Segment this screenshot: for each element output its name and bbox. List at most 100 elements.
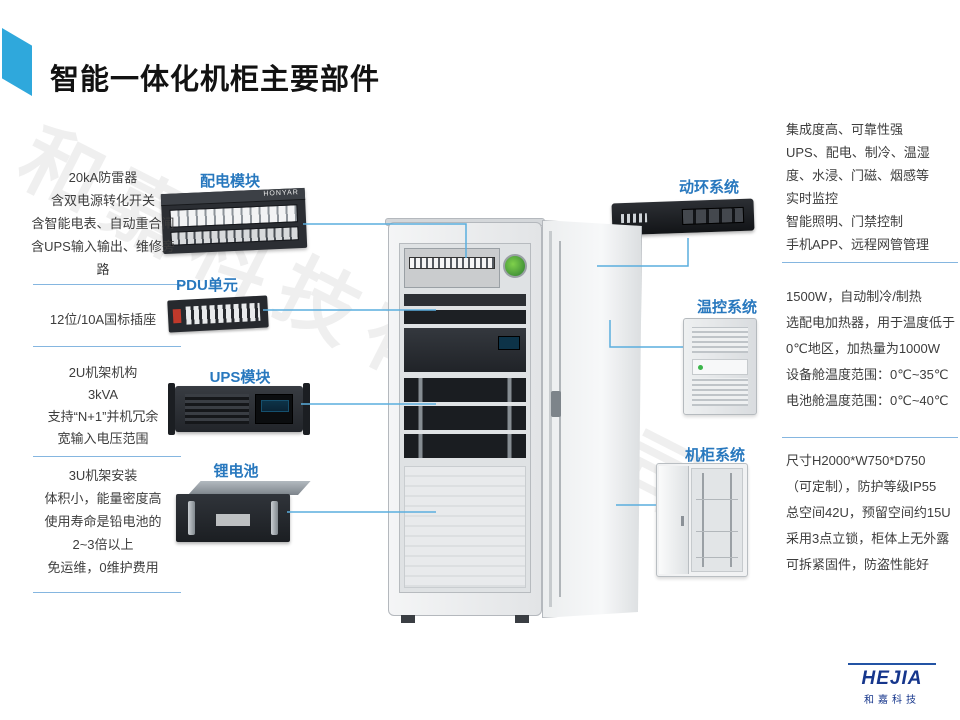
interior-battery — [404, 434, 526, 458]
desc-temperature-control: 1500W，自动制冷/制热 选配电加热器，用于温度低于 0℃地区，加热量为100… — [786, 284, 960, 414]
hejia-logo: HEJIA 和嘉科技 — [848, 663, 936, 706]
desc-line: 宽输入电压范围 — [57, 431, 149, 446]
desc-line: 3U机架安装 — [68, 468, 138, 483]
desc-line: UPS、配电、制冷、温湿 — [786, 145, 930, 160]
cabinet-foot — [401, 615, 415, 623]
desc-line: 免运维，0维护费用 — [47, 560, 159, 575]
port-row — [681, 206, 745, 226]
interior-fan — [503, 254, 527, 278]
door-edge — [549, 231, 552, 607]
desc-line: 度、水浸、门磁、烟感等 — [786, 168, 930, 183]
desc-line: 20kA防雷器 — [68, 170, 138, 185]
desc-ups: 2U机架机构 3kVA 支持“N+1”并机冗余 宽输入电压范围 — [28, 362, 178, 450]
interior-lower-panel — [404, 466, 526, 588]
interior-battery — [404, 378, 526, 402]
label-cabinet-system: 机柜系统 — [684, 447, 745, 464]
door-handle — [551, 391, 561, 417]
interior-ups-module — [404, 328, 526, 372]
desc-line: 12位/10A国标插座 — [49, 312, 157, 327]
desc-line: （可定制），防护等级IP55 — [786, 479, 937, 494]
divider — [782, 437, 958, 438]
desc-line: 0℃地区，加热量为1000W — [786, 341, 941, 356]
main-cabinet-image — [385, 218, 642, 623]
desc-line: 含智能电表、自动重合闸 — [31, 216, 175, 231]
interior-pdu-bar — [404, 294, 526, 306]
divider — [33, 346, 181, 347]
interior-battery — [404, 406, 526, 430]
desc-line: 尺寸H2000*W750*D750 — [786, 453, 926, 468]
door-lock-rod — [559, 241, 561, 597]
desc-power-distribution: 20kA防雷器 含双电源转化开关 含智能电表、自动重合闸 含UPS输入输出、维修… — [28, 166, 178, 281]
ups-vents — [185, 394, 249, 424]
ac-led — [698, 365, 703, 370]
desc-line: 含双电源转化开关 — [50, 193, 155, 208]
desc-line: 总空间42U，预留空间约15U — [786, 505, 951, 520]
interior-distribution-module — [404, 248, 500, 288]
desc-line: 实时监控 — [786, 191, 839, 206]
breaker-row — [169, 204, 299, 228]
interior-monitor-bar — [404, 310, 526, 324]
desc-line: 支持“N+1”并机冗余 — [47, 409, 159, 424]
divider — [33, 456, 181, 457]
desc-cabinet-system: 尺寸H2000*W750*D750 （可定制），防护等级IP55 总空间42U，… — [786, 448, 960, 578]
desc-line: 1500W，自动制冷/制热 — [786, 289, 922, 304]
desc-line: 电池舱温度范围：0℃~40℃ — [786, 393, 949, 408]
battery-front-face — [176, 494, 290, 542]
desc-line: 选配电加热器，用于温度低于 — [786, 315, 956, 330]
pdu-socket-row — [185, 302, 261, 325]
page-title: 智能一体化机柜主要部件 — [50, 64, 381, 96]
logo-wordmark: HEJIA — [861, 668, 923, 689]
rack-rail — [730, 473, 732, 567]
rack-ear — [168, 383, 175, 435]
desc-env-monitoring: 集成度高、可靠性强 UPS、配电、制冷、温湿 度、水浸、门磁、烟感等 实时监控 … — [786, 118, 958, 256]
desc-battery: 3U机架安装 体积小，能量密度高 使用寿命是铅电池的 2~3倍以上 免运维，0维… — [28, 464, 178, 579]
pdu-unit-image — [167, 295, 269, 333]
desc-line: 可拆紧固件，防盗性能好 — [786, 557, 930, 572]
shelf-line — [696, 499, 738, 500]
label-power-distribution: 配电模块 — [199, 173, 260, 190]
desc-line: 集成度高、可靠性强 — [786, 122, 904, 137]
label-pdu: PDU单元 — [176, 277, 238, 294]
air-conditioner-image — [683, 318, 757, 415]
small-cabinet-image — [656, 463, 748, 577]
ac-top-grille — [692, 327, 748, 353]
desc-pdu: 12位/10A国标插座 — [28, 308, 178, 331]
battery-handle — [188, 501, 195, 535]
divider — [33, 592, 181, 593]
cabinet-body — [388, 222, 542, 623]
rack-ear — [303, 383, 310, 435]
battery-top-face — [188, 481, 311, 495]
desc-line: 采用3点立锁，柜体上无外露 — [786, 531, 950, 546]
title-chevron-decoration — [2, 28, 32, 96]
label-battery: 锂电池 — [213, 463, 259, 480]
label-temperature-control: 温控系统 — [696, 299, 757, 316]
shelf-line — [696, 557, 738, 558]
desc-line: 设备舱温度范围：0℃~35℃ — [786, 367, 949, 382]
power-distribution-module-image: HONYAR — [160, 187, 308, 255]
desc-line: 手机APP、远程网管管理 — [786, 237, 930, 252]
desc-line: 使用寿命是铅电池的 — [44, 514, 162, 529]
cabinet-interior — [399, 243, 531, 593]
ups-screen — [261, 400, 289, 412]
label-ups: UPS模块 — [209, 369, 271, 386]
cabinet-foot — [515, 615, 529, 623]
desc-line: 2~3倍以上 — [72, 537, 134, 552]
desc-line: 智能照明、门禁控制 — [786, 214, 904, 229]
door-knob — [681, 516, 684, 526]
battery-handle — [271, 501, 278, 535]
desc-line: 体积小，能量密度高 — [44, 491, 162, 506]
ac-bottom-grille — [692, 378, 748, 406]
ups-display — [255, 394, 293, 424]
lithium-battery-image — [176, 481, 311, 545]
cabinet-open-door — [542, 220, 642, 618]
desc-line: 2U机架机构 — [68, 365, 138, 380]
breaker-row — [170, 226, 299, 246]
ac-control-panel — [692, 359, 748, 375]
divider — [782, 262, 958, 263]
logo-subtitle: 和嘉科技 — [864, 695, 920, 706]
divider — [33, 284, 181, 285]
interior-ups-screen — [498, 336, 520, 350]
small-cabinet-door — [659, 466, 689, 574]
small-cabinet-interior — [691, 468, 743, 572]
rack-rail — [702, 473, 704, 567]
